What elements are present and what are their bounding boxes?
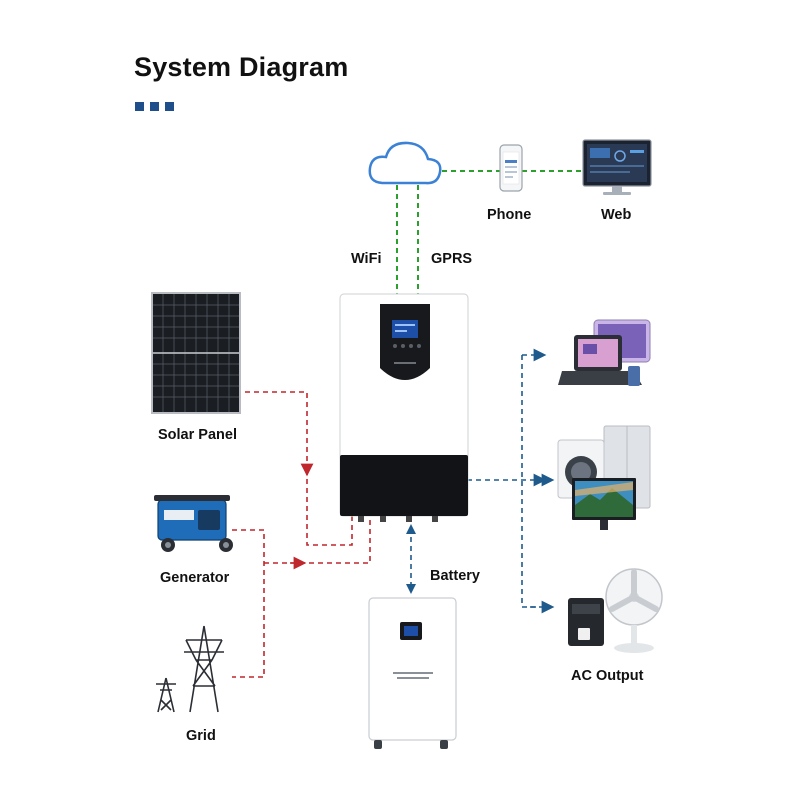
solar-panel-icon (151, 292, 241, 414)
tablet-laptop-icon (558, 319, 651, 386)
cloud-icon (368, 141, 442, 185)
generator-label: Generator (160, 570, 230, 586)
washer-fridge-tv-icon (557, 425, 651, 530)
gprs-label: GPRS (431, 251, 473, 267)
phone-icon (499, 144, 523, 192)
solar-panel-label: Solar Panel (158, 427, 237, 443)
phone-label: Phone (487, 207, 532, 223)
grid-label: Grid (186, 728, 216, 744)
page-title: System Diagram (134, 52, 349, 82)
ac-output-label: AC Output (571, 668, 644, 684)
inverter-icon (339, 293, 469, 522)
battery-label: Battery (430, 568, 480, 584)
monitor-icon (582, 139, 652, 195)
output-lines (406, 348, 555, 614)
input-lines (232, 391, 371, 678)
battery-icon (368, 597, 457, 749)
title-accent-squares (135, 98, 180, 116)
web-label: Web (601, 207, 632, 223)
coffee-fan-icon (568, 568, 663, 653)
generator-icon (154, 495, 233, 552)
grid-tower-icon (156, 625, 224, 713)
comm-lines (396, 170, 585, 302)
wifi-label: WiFi (351, 251, 382, 267)
